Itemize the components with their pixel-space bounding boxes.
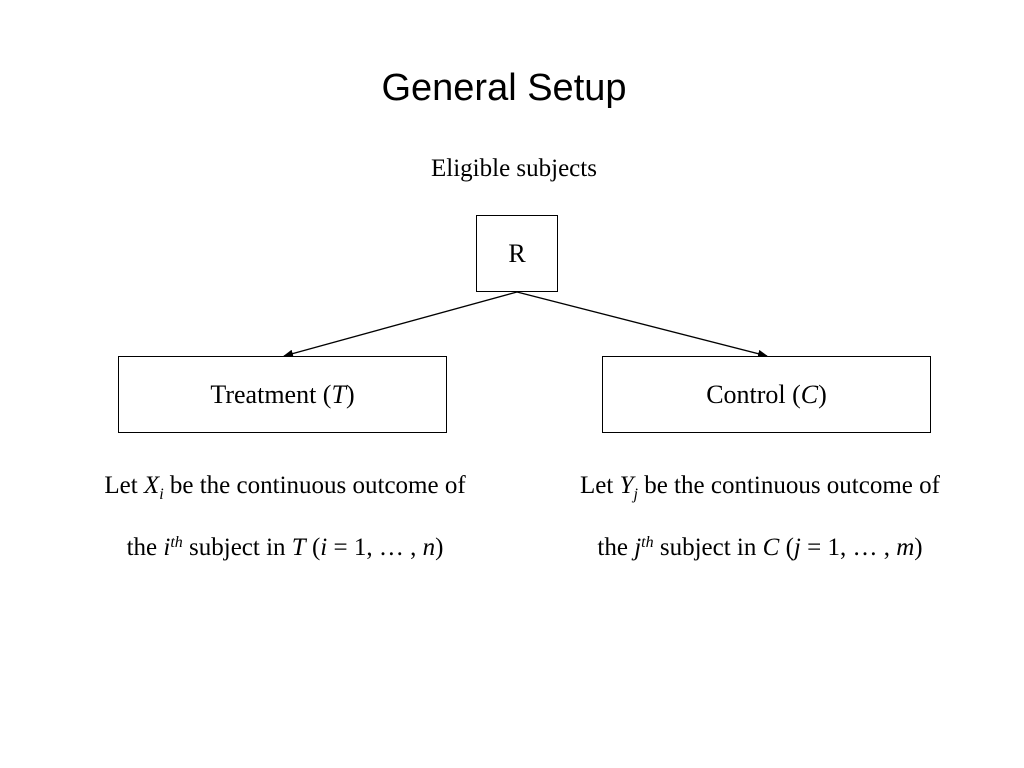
control-description: Let Yj be the continuous outcome of the … (525, 462, 995, 572)
group-c: C (762, 534, 780, 561)
range-eq: = 1, … , (333, 534, 417, 561)
desc-rest: be the continuous outcome of (169, 472, 466, 499)
outcome-variable-x: Xi (143, 472, 164, 503)
subscript-j: j (633, 486, 638, 503)
outcome-variable-y: Yj (619, 472, 638, 503)
treatment-description: Let Xi be the continuous outcome of the … (50, 462, 520, 572)
let-word: Let (104, 472, 138, 499)
control-close: ) (818, 379, 827, 409)
let-word: Let (580, 472, 614, 499)
randomization-box: R (476, 215, 558, 292)
slide-title: General Setup (381, 67, 627, 109)
control-desc-line-1: Let Yj be the continuous outcome of (525, 462, 995, 519)
range-open: ( (785, 534, 794, 561)
var-x: X (143, 472, 160, 499)
range-eq: = 1, … , (807, 534, 890, 561)
arrow-to-control (516, 291, 768, 358)
control-label: Control ( (706, 379, 801, 409)
range-end-m: m (896, 534, 915, 561)
group-t: T (291, 534, 306, 561)
subscript-i: i (159, 486, 164, 503)
the-word: the (597, 534, 628, 561)
treatment-close: ) (345, 379, 355, 409)
range-close: ) (914, 534, 923, 561)
eligible-subjects-label: Eligible subjects (431, 155, 597, 182)
index-j: j (634, 534, 642, 561)
control-desc-line-2: the jth subject in C (j = 1, … , m) (525, 519, 995, 572)
treatment-label: Treatment ( (210, 379, 332, 409)
control-symbol: C (800, 379, 819, 409)
superscript-th: th (641, 534, 654, 551)
range-var: j (793, 534, 801, 561)
index-i: i (163, 534, 171, 561)
treatment-desc-line-1: Let Xi be the continuous outcome of (50, 462, 520, 519)
range-var: i (320, 534, 328, 561)
the-word: the (126, 534, 158, 561)
arrow-to-treatment (283, 291, 518, 358)
var-y: Y (619, 472, 634, 499)
subject-in: subject in (659, 534, 757, 561)
superscript-th: th (170, 534, 183, 551)
control-box: Control (C) (602, 356, 931, 433)
treatment-symbol: T (331, 379, 346, 409)
subject-in: subject in (189, 534, 286, 561)
range-open: ( (311, 534, 321, 561)
desc-rest: be the continuous outcome of (644, 472, 940, 499)
treatment-box: Treatment (T) (118, 356, 447, 433)
randomization-label: R (508, 238, 526, 268)
range-close: ) (435, 534, 444, 561)
treatment-desc-line-2: the ith subject in T (i = 1, … , n) (50, 519, 520, 572)
range-end-n: n (422, 534, 436, 561)
